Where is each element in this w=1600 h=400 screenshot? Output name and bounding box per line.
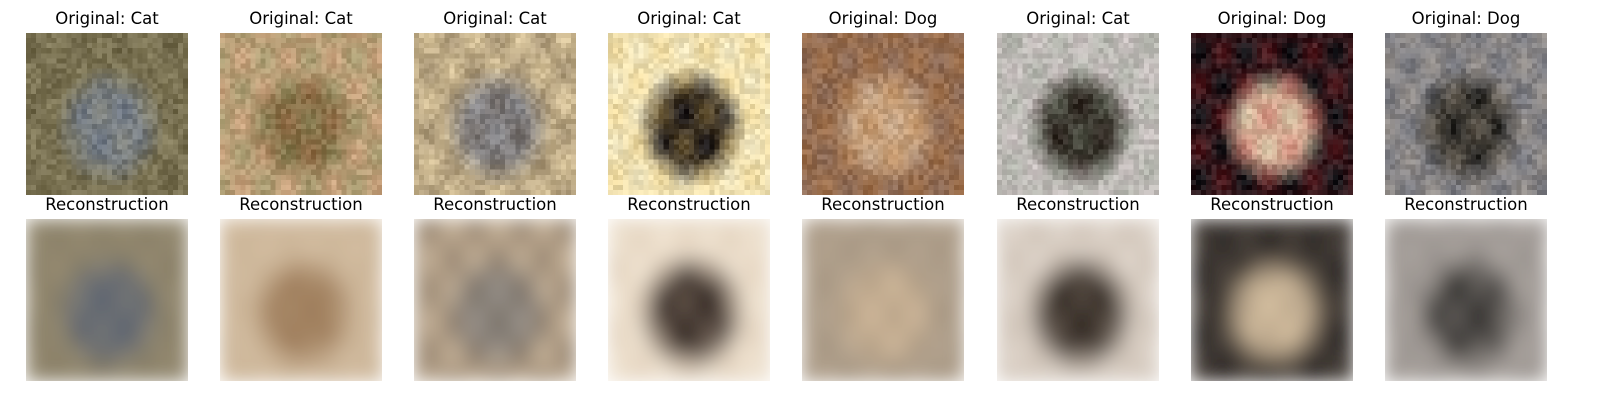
reconstruction-image [1191, 219, 1353, 381]
cat-picture [26, 33, 188, 195]
original-image [220, 33, 382, 195]
reconstruction-image [997, 219, 1159, 381]
original-title: Original: Cat [1026, 9, 1130, 28]
reconstruction-image [802, 219, 964, 381]
original-title: Original: Dog [1217, 9, 1327, 28]
original-image [608, 33, 770, 195]
reconstruction-title: Reconstruction [821, 195, 945, 214]
reconstruction-title: Reconstruction [1404, 195, 1528, 214]
reconstruction-title: Reconstruction [627, 195, 751, 214]
cat-picture [220, 33, 382, 195]
reconstruction-image [414, 219, 576, 381]
reconstruction-image [608, 219, 770, 381]
reconstruction-title: Reconstruction [45, 195, 169, 214]
reconstruction-image [26, 219, 188, 381]
original-title: Original: Cat [249, 9, 353, 28]
dog-picture [802, 33, 964, 195]
reconstruction-picture [26, 219, 188, 381]
reconstruction-title: Reconstruction [239, 195, 363, 214]
dog-picture [1385, 33, 1547, 195]
original-image [802, 33, 964, 195]
dog-picture [1191, 33, 1353, 195]
cat-picture [608, 33, 770, 195]
reconstruction-title: Reconstruction [433, 195, 557, 214]
original-title: Original: Dog [828, 9, 938, 28]
original-image [997, 33, 1159, 195]
reconstruction-picture [1385, 219, 1547, 381]
reconstruction-picture [608, 219, 770, 381]
reconstruction-image [220, 219, 382, 381]
original-title: Original: Cat [443, 9, 547, 28]
reconstruction-picture [1191, 219, 1353, 381]
reconstruction-image [1385, 219, 1547, 381]
reconstruction-title: Reconstruction [1016, 195, 1140, 214]
original-image [26, 33, 188, 195]
original-title: Original: Cat [55, 9, 159, 28]
original-image [414, 33, 576, 195]
original-image [1191, 33, 1353, 195]
cat-picture [997, 33, 1159, 195]
original-title: Original: Dog [1411, 9, 1521, 28]
reconstruction-picture [414, 219, 576, 381]
original-image [1385, 33, 1547, 195]
reconstruction-picture [997, 219, 1159, 381]
reconstruction-picture [802, 219, 964, 381]
cat-picture [414, 33, 576, 195]
reconstruction-picture [220, 219, 382, 381]
original-title: Original: Cat [637, 9, 741, 28]
reconstruction-title: Reconstruction [1210, 195, 1334, 214]
